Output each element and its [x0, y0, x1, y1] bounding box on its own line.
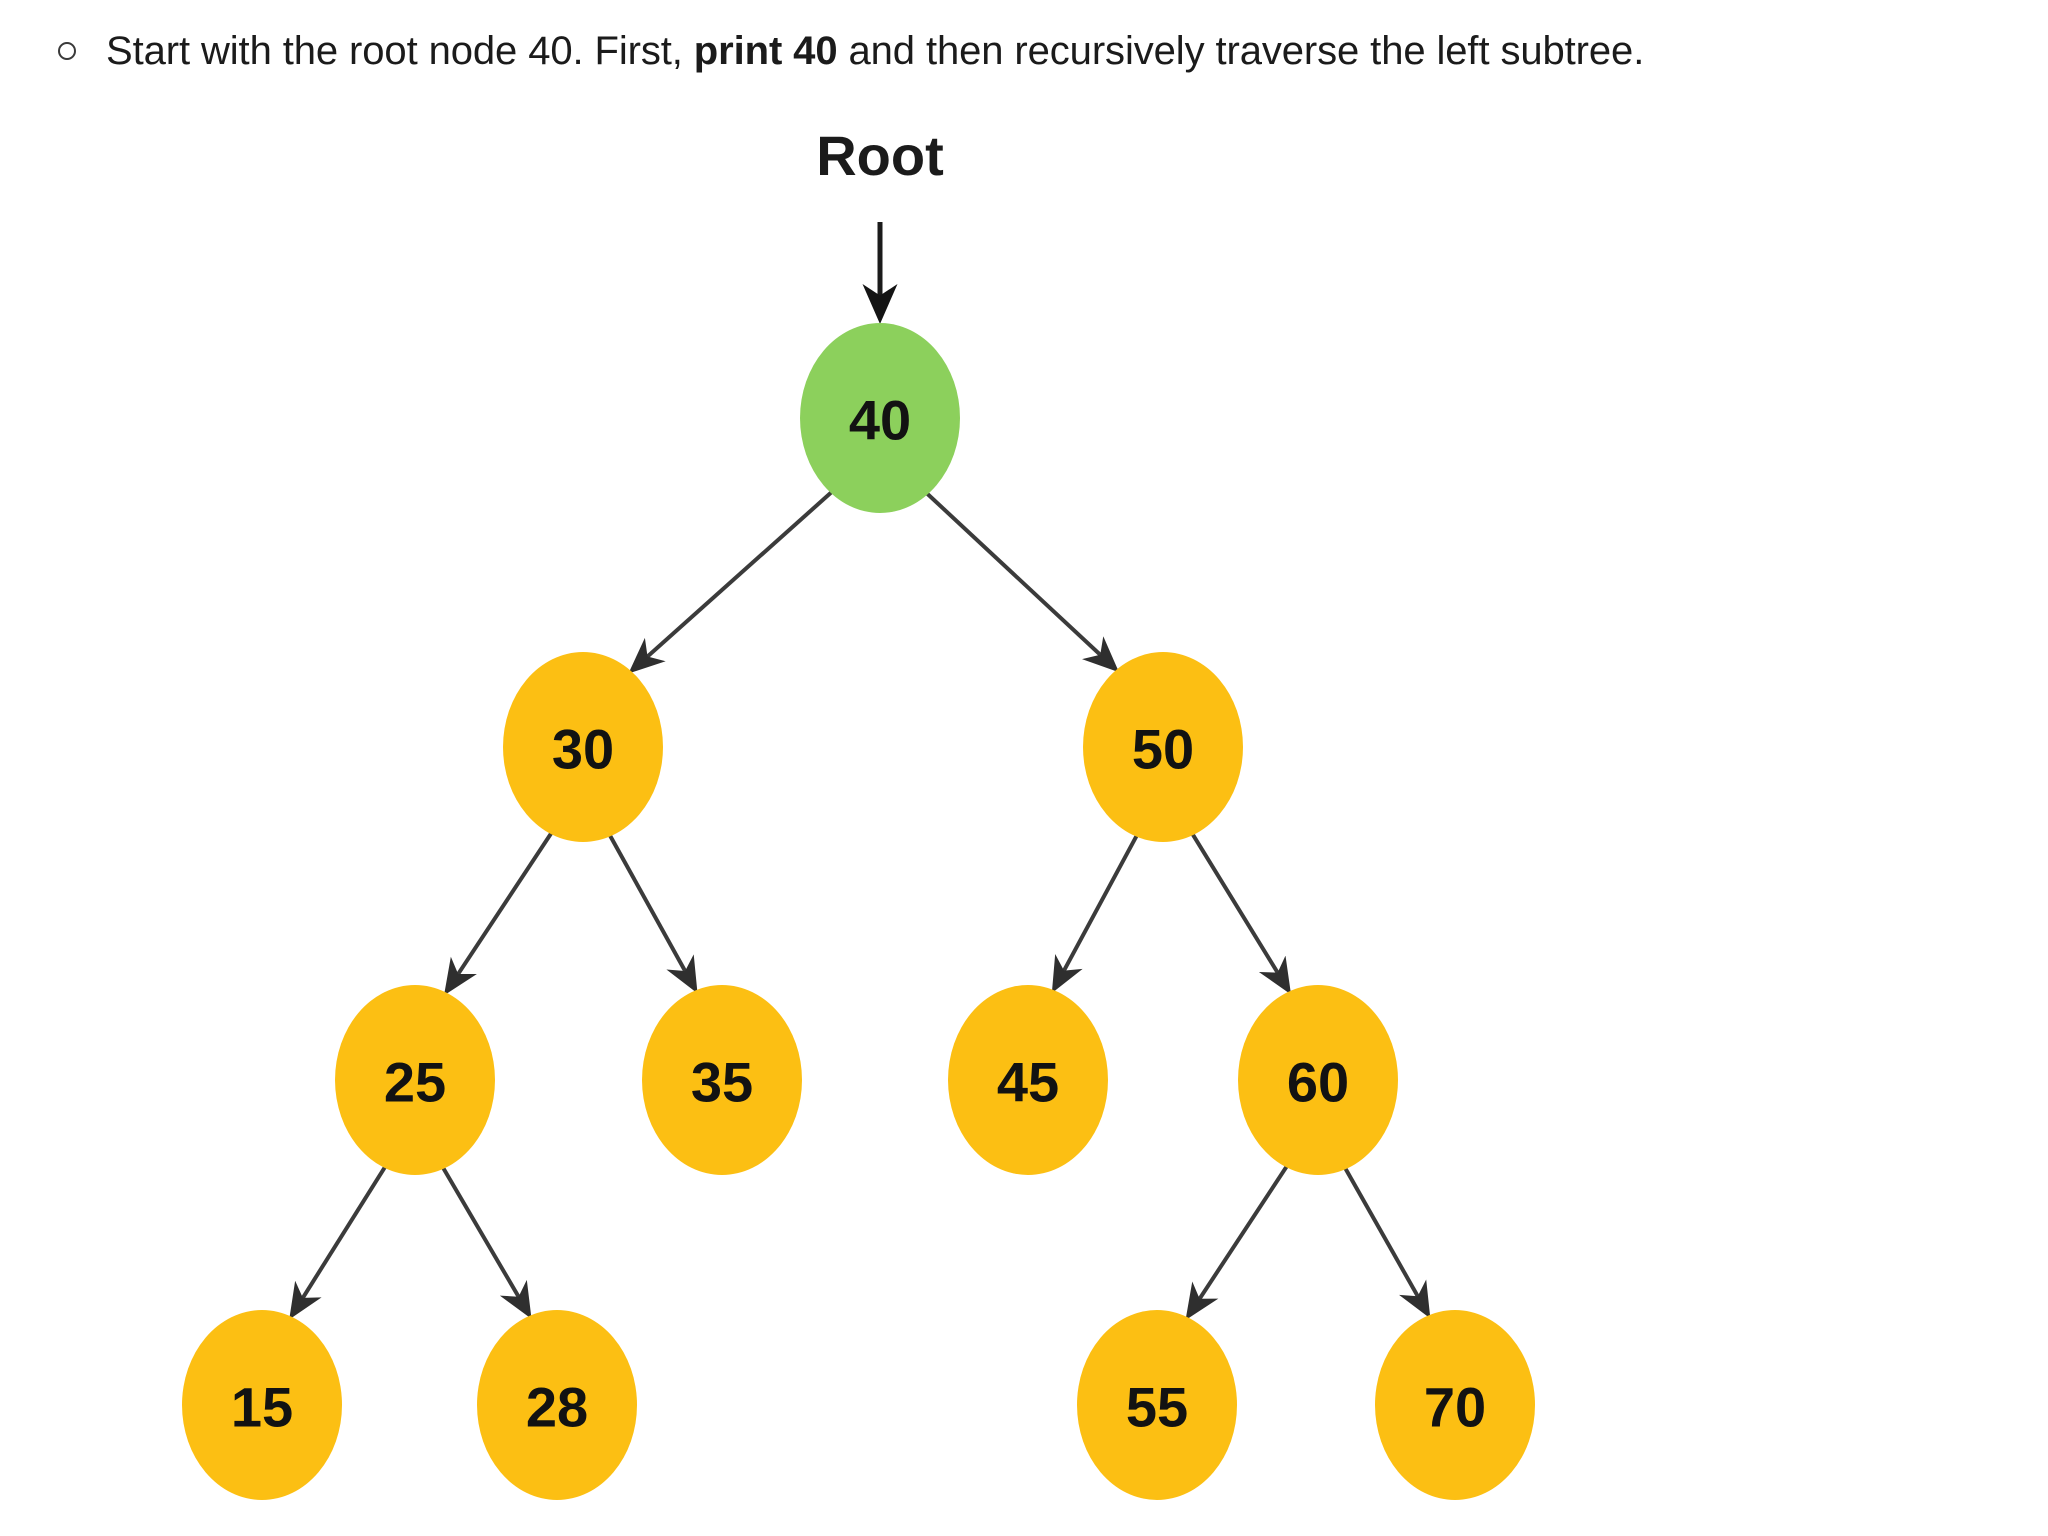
- node-ellipse-60[interactable]: [1238, 985, 1398, 1175]
- tree-node-60[interactable]: 60: [1238, 985, 1398, 1175]
- bullet-item-text: Start with the root node 40. First, prin…: [106, 29, 1644, 73]
- tree-edge-60-to-55: [1185, 1161, 1292, 1321]
- bullet-text-bold: print 40: [693, 29, 838, 73]
- node-label-60: 60: [1287, 1051, 1349, 1114]
- bullet-text-after: and then recursively traverse the left s…: [837, 29, 1645, 73]
- tree-nodes: 40 30 50 25 35 45 60 15 28 55 70: [182, 323, 1535, 1500]
- tree-edge-50-to-45: [1051, 830, 1141, 994]
- node-ellipse-55[interactable]: [1077, 1310, 1237, 1500]
- node-label-15: 15: [231, 1376, 293, 1439]
- tree-edge-40-to-30: [628, 487, 837, 674]
- node-label-25: 25: [384, 1051, 446, 1114]
- node-ellipse-28[interactable]: [477, 1310, 637, 1500]
- node-ellipse-25[interactable]: [335, 985, 495, 1175]
- tree-node-35[interactable]: 35: [642, 985, 802, 1175]
- node-ellipse-70[interactable]: [1375, 1310, 1535, 1500]
- tree-node-55[interactable]: 55: [1077, 1310, 1237, 1500]
- node-label-55: 55: [1126, 1376, 1188, 1439]
- node-ellipse-50[interactable]: [1083, 652, 1243, 842]
- tree-edge-40-to-50: [922, 488, 1119, 673]
- tree-node-70[interactable]: 70: [1375, 1310, 1535, 1500]
- tree-edge-50-to-60: [1188, 828, 1292, 995]
- tree-node-40[interactable]: 40: [800, 323, 960, 513]
- node-label-45: 45: [997, 1051, 1059, 1114]
- node-label-35: 35: [691, 1051, 753, 1114]
- node-label-28: 28: [526, 1376, 588, 1439]
- node-ellipse-35[interactable]: [642, 985, 802, 1175]
- tree-edge-25-to-28: [438, 1162, 532, 1319]
- node-ellipse-40[interactable]: [800, 323, 960, 513]
- tree-node-30[interactable]: 30: [503, 652, 663, 842]
- node-label-30: 30: [552, 718, 614, 781]
- node-ellipse-30[interactable]: [503, 652, 663, 842]
- tree-edge-30-to-35: [605, 830, 698, 994]
- tree-node-45[interactable]: 45: [948, 985, 1108, 1175]
- tree-node-50[interactable]: 50: [1083, 652, 1243, 842]
- tree-edges: [289, 487, 1431, 1321]
- tree-node-28[interactable]: 28: [477, 1310, 637, 1500]
- node-ellipse-45[interactable]: [948, 985, 1108, 1175]
- tree-edge-25-to-15: [289, 1161, 390, 1320]
- root-caption-label: Root: [816, 124, 944, 187]
- node-label-70: 70: [1424, 1376, 1486, 1439]
- bullet-circle-icon: [58, 42, 76, 60]
- bullet-list-item: Start with the root node 40. First, prin…: [0, 20, 2048, 82]
- bullet-text-before: Start with the root node 40. First,: [106, 29, 694, 73]
- node-label-50: 50: [1132, 718, 1194, 781]
- tree-edge-60-to-70: [1341, 1162, 1431, 1319]
- tree-edge-30-to-25: [444, 827, 556, 996]
- tree-node-25[interactable]: 25: [335, 985, 495, 1175]
- node-label-40: 40: [849, 389, 911, 452]
- node-ellipse-15[interactable]: [182, 1310, 342, 1500]
- tree-node-15[interactable]: 15: [182, 1310, 342, 1500]
